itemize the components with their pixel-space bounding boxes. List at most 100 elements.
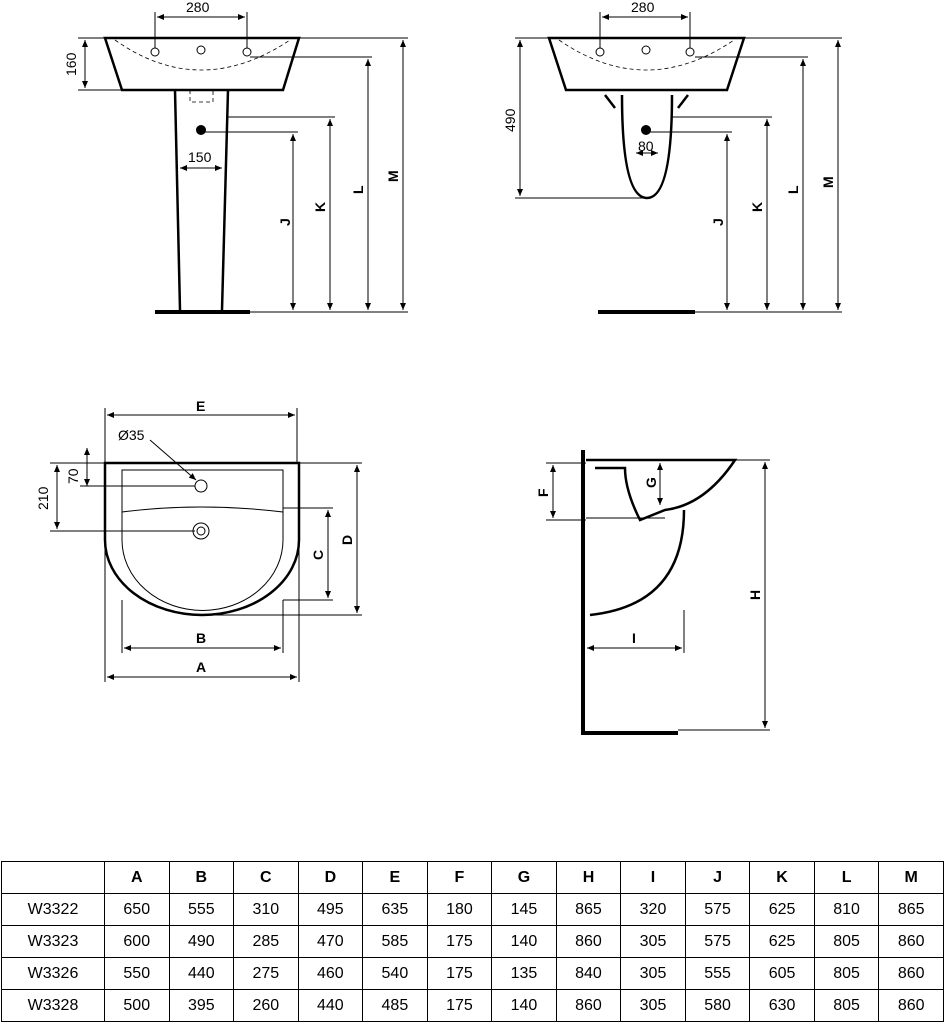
dim-210: 210: [35, 486, 51, 510]
dim-L: L: [785, 185, 801, 194]
table-cell: 625: [749, 925, 815, 958]
table-cell: 305: [620, 957, 686, 990]
column-header: F: [426, 861, 493, 894]
table-cell: 175: [426, 925, 493, 958]
table-cell: 460: [297, 957, 364, 990]
dim-K: K: [749, 202, 765, 212]
plan-view: E Ø35 70 210 C D B A: [35, 398, 362, 682]
table-cell: 140: [491, 989, 557, 1022]
model-code: W3326: [1, 957, 105, 990]
table-cell: 485: [362, 989, 428, 1022]
column-header: G: [491, 861, 557, 894]
dim-H: H: [747, 590, 763, 600]
dim-490: 490: [502, 108, 518, 132]
column-header: [1, 861, 105, 894]
model-code: W3322: [1, 893, 105, 926]
dim-L: L: [350, 185, 366, 194]
table-cell: 500: [104, 989, 170, 1022]
dim-D: D: [339, 535, 355, 545]
column-header: C: [233, 861, 299, 894]
column-header: M: [878, 861, 944, 894]
table-cell: 175: [426, 957, 493, 990]
dim-J: J: [277, 218, 293, 226]
table-cell: 860: [555, 925, 622, 958]
table-cell: 630: [749, 989, 815, 1022]
dim-M: M: [820, 176, 836, 188]
table-cell: 625: [749, 893, 815, 926]
table-cell: 395: [168, 989, 235, 1022]
table-cell: 635: [362, 893, 428, 926]
table-cell: 495: [297, 893, 364, 926]
dim-M: M: [385, 170, 401, 182]
table-cell: 140: [491, 925, 557, 958]
technical-drawing: 280 160 150 J K L M 280 490 80 J K L M E…: [35, 0, 842, 735]
table-cell: 305: [620, 925, 686, 958]
column-header: B: [168, 861, 235, 894]
dim-F: F: [535, 488, 551, 497]
table-cell: 555: [684, 957, 751, 990]
dim-G: G: [643, 477, 659, 488]
dim-E: E: [196, 398, 205, 414]
front-view-semi-pedestal: 280 490 80 J K L M: [502, 0, 842, 314]
table-cell: 550: [104, 957, 170, 990]
table-cell: 490: [168, 925, 235, 958]
table-cell: 320: [620, 893, 686, 926]
table-cell: 860: [878, 957, 944, 990]
table-cell: 805: [813, 989, 880, 1022]
table-cell: 310: [233, 893, 299, 926]
dim-A: A: [196, 659, 206, 675]
table-cell: 145: [491, 893, 557, 926]
side-view: F G H I: [535, 450, 770, 735]
table-cell: 175: [426, 989, 493, 1022]
table-cell: 575: [684, 925, 751, 958]
table-cell: 180: [426, 893, 493, 926]
table-cell: 805: [813, 925, 880, 958]
table-cell: 805: [813, 957, 880, 990]
table-cell: 540: [362, 957, 428, 990]
table-cell: 860: [555, 989, 622, 1022]
dim-280: 280: [631, 0, 655, 15]
table-cell: 285: [233, 925, 299, 958]
dim-B: B: [196, 630, 206, 646]
dim-70: 70: [65, 468, 81, 484]
dim-hole-diameter: Ø35: [118, 427, 145, 443]
table-cell: 260: [233, 989, 299, 1022]
column-header: K: [749, 861, 815, 894]
table-cell: 555: [168, 893, 235, 926]
column-header: J: [684, 861, 751, 894]
table-cell: 135: [491, 957, 557, 990]
front-view-pedestal: 280 160 150 J K L M: [63, 0, 408, 314]
column-header: A: [104, 861, 170, 894]
table-cell: 440: [297, 989, 364, 1022]
column-header: I: [620, 861, 686, 894]
model-code: W3323: [1, 925, 105, 958]
dim-J: J: [710, 218, 726, 226]
column-header: D: [297, 861, 364, 894]
model-code: W3328: [1, 989, 105, 1022]
table-cell: 575: [684, 893, 751, 926]
column-header: H: [555, 861, 622, 894]
table-cell: 305: [620, 989, 686, 1022]
table-cell: 585: [362, 925, 428, 958]
dim-I: I: [632, 630, 636, 646]
dim-150: 150: [188, 149, 212, 165]
table-cell: 865: [555, 893, 622, 926]
dim-C: C: [310, 550, 326, 560]
table-cell: 275: [233, 957, 299, 990]
table-cell: 605: [749, 957, 815, 990]
column-header: L: [813, 861, 880, 894]
table-cell: 650: [104, 893, 170, 926]
table-cell: 470: [297, 925, 364, 958]
dim-K: K: [312, 202, 328, 212]
dim-160: 160: [63, 52, 79, 76]
table-cell: 810: [813, 893, 880, 926]
table-cell: 600: [104, 925, 170, 958]
table-cell: 580: [684, 989, 751, 1022]
table-cell: 440: [168, 957, 235, 990]
column-header: E: [362, 861, 428, 894]
